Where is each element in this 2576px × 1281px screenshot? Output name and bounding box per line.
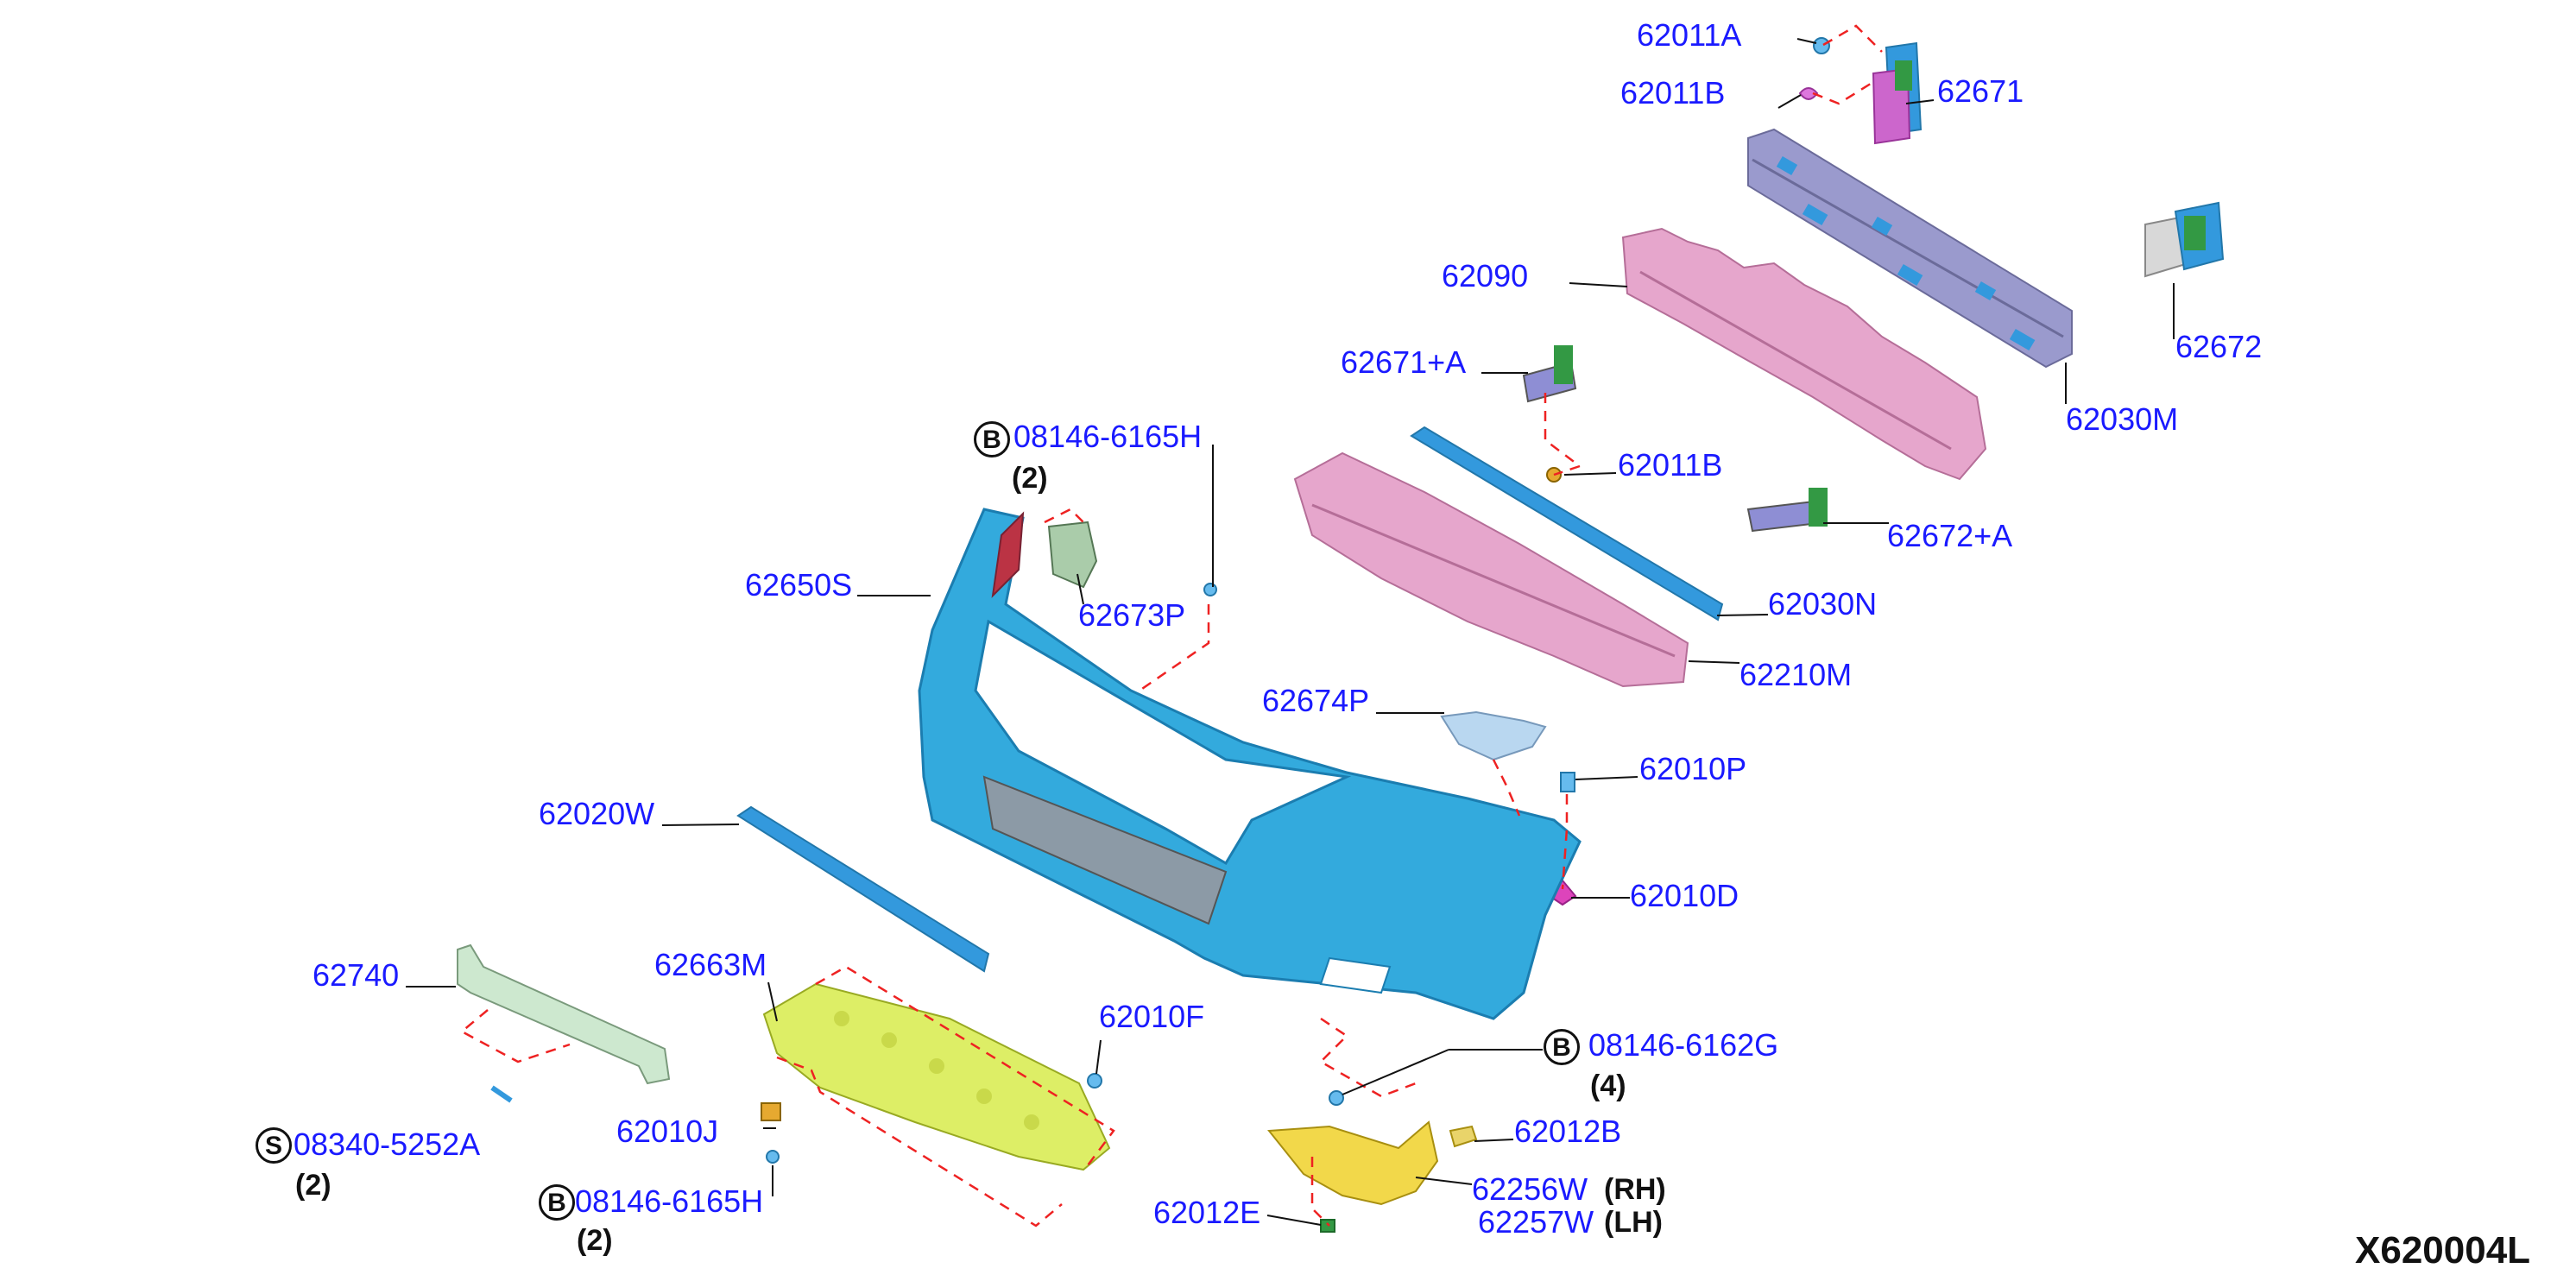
bolt-b-lower-left-shape <box>766 1150 780 1164</box>
screw-prefix-s: S <box>256 1127 292 1164</box>
part-label-62673p[interactable]: 62673P <box>1078 597 1186 633</box>
bolt-prefix-b-lower-left: B <box>539 1184 575 1221</box>
bracket-62671-shape <box>1872 41 1923 145</box>
bolt-prefix-b-lower-right: B <box>1544 1029 1580 1065</box>
strip-62030n-shape <box>1410 426 1724 622</box>
screw-s-shape <box>490 1085 513 1103</box>
clip-62010j-shape <box>761 1102 781 1121</box>
part-label-62011b-mid[interactable]: 62011B <box>1618 447 1723 483</box>
part-label-62010f[interactable]: 62010F <box>1099 999 1205 1034</box>
clip-62011b-shape <box>1798 87 1819 100</box>
part-label-08146-6162g[interactable]: 08146-6162G <box>1588 1027 1779 1063</box>
part-label-62671[interactable]: 62671 <box>1937 73 2024 109</box>
bracket-62672-shape <box>2144 201 2225 278</box>
clip-62010p-shape <box>1560 772 1575 792</box>
quantity-upper: (2) <box>1012 462 1048 495</box>
bracket-62672a-shape <box>1746 488 1828 533</box>
quantity-screw: (2) <box>295 1169 331 1202</box>
part-label-62674p[interactable]: 62674P <box>1262 683 1370 718</box>
clip-62011a-shape <box>1813 37 1830 54</box>
part-label-62030m[interactable]: 62030M <box>2066 401 2179 437</box>
part-label-08146-6165h-upper[interactable]: 08146-6165H <box>1013 419 1203 454</box>
undercover-shape <box>762 982 1111 1171</box>
part-label-62672a[interactable]: 62672+A <box>1887 518 2013 553</box>
part-label-62672[interactable]: 62672 <box>2175 329 2263 364</box>
dashed-guides <box>459 24 1883 1227</box>
cover-62674p-shape <box>1440 710 1547 761</box>
diagram-code: X620004L <box>2355 1229 2531 1272</box>
part-label-62671a[interactable]: 62671+A <box>1341 344 1467 380</box>
side-rh: (RH) <box>1604 1173 1666 1206</box>
side-lh: (LH) <box>1604 1206 1663 1239</box>
part-label-62650s[interactable]: 62650S <box>745 567 853 603</box>
part-label-62256w[interactable]: 62256W <box>1472 1171 1588 1207</box>
part-label-62012b[interactable]: 62012B <box>1514 1114 1622 1149</box>
absorber-62090-shape <box>1621 227 1987 481</box>
strip-62020w-shape <box>736 805 990 973</box>
part-label-08146-6165h-lower[interactable]: 08146-6165H <box>575 1183 764 1219</box>
part-label-62012e[interactable]: 62012E <box>1153 1195 1261 1230</box>
bumper-fascia-shape <box>918 508 1582 1020</box>
plate-62740-shape <box>457 943 671 1085</box>
part-label-62663m[interactable]: 62663M <box>654 947 767 982</box>
quantity-lower-left: (2) <box>577 1224 613 1257</box>
quantity-lower-right: (4) <box>1590 1070 1626 1102</box>
part-label-62210m[interactable]: 62210M <box>1739 657 1853 692</box>
part-label-62257w[interactable]: 62257W <box>1478 1204 1594 1240</box>
bolt-b-lower-right-shape <box>1329 1090 1344 1106</box>
bracket-62673p-shape <box>1047 521 1098 589</box>
part-label-62011a[interactable]: 62011A <box>1637 17 1742 53</box>
leader-lines <box>406 38 2175 1226</box>
part-label-62010d[interactable]: 62010D <box>1630 878 1739 913</box>
part-label-62010j[interactable]: 62010J <box>616 1114 719 1149</box>
absorber-62210m-shape <box>1293 451 1689 688</box>
bolt-prefix-b-upper: B <box>974 421 1010 458</box>
bolt-b-upper-shape <box>1203 583 1217 596</box>
part-label-62010p[interactable]: 62010P <box>1639 751 1747 786</box>
clip-62010f-shape <box>1087 1073 1102 1089</box>
part-label-62090[interactable]: 62090 <box>1442 258 1529 293</box>
part-label-08340-5252a[interactable]: 08340-5252A <box>294 1126 481 1162</box>
bracket-62671a-shape <box>1522 345 1577 403</box>
part-label-62011b-top[interactable]: 62011B <box>1620 75 1726 110</box>
part-label-62020w[interactable]: 62020W <box>539 796 655 831</box>
part-label-62740[interactable]: 62740 <box>313 957 400 993</box>
part-label-62030n[interactable]: 62030N <box>1768 586 1878 622</box>
bracket-62256w-shape <box>1267 1120 1439 1206</box>
clip-62012b-shape <box>1449 1125 1478 1148</box>
reinforcement-bar-shape <box>1747 128 2073 369</box>
clip-62012e-shape <box>1320 1219 1335 1233</box>
